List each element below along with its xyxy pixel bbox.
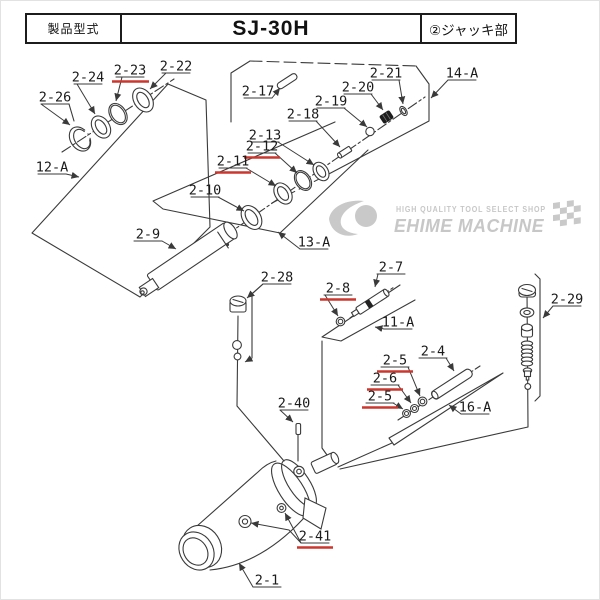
callout-2-26: 2-26 (39, 90, 72, 106)
callout-2-40: 2-40 (278, 396, 311, 412)
callout-2-23: 2-23 (114, 63, 147, 79)
o-ring-2-5-upper (417, 396, 428, 407)
ehime-machine-watermark: HIGH QUALITY TOOL SELECT SHOP EHIME MACH… (329, 200, 581, 236)
release-valve-2-28 (229, 295, 247, 361)
watermark-brand: EHIME MACHINE (394, 215, 544, 236)
callout-2-17: 2-17 (242, 84, 275, 100)
callout-2-4: 2-4 (421, 344, 445, 360)
bracket-2-29 (534, 273, 541, 402)
piston-2-9 (138, 221, 238, 298)
ring-2-10 (240, 204, 263, 231)
callout-2-5-lower: 2-5 (368, 389, 392, 405)
callout-labels: 2-24 2-23 2-22 2-26 2-17 2-21 2-20 14-A … (36, 59, 584, 589)
ring-2-13 (312, 161, 330, 182)
callout-2-19: 2-19 (315, 94, 348, 110)
callout-2-9: 2-9 (136, 227, 160, 243)
valve-stack-2-29 (517, 283, 537, 390)
callout-2-6: 2-6 (373, 371, 397, 387)
callout-2-1: 2-1 (255, 573, 279, 589)
callout-13-A: 13-A (298, 235, 331, 251)
ring-2-22 (132, 87, 154, 113)
callout-2-20: 2-20 (342, 80, 375, 96)
model-value: SJ-30H (232, 16, 310, 40)
pin-2-17 (276, 73, 298, 90)
model-label-cell: 製品型式 (27, 15, 122, 42)
callout-2-8: 2-8 (326, 281, 350, 297)
connector-2-29 (339, 289, 529, 470)
jack-body-2-1 (178, 451, 340, 571)
brand-ball-icon (355, 205, 377, 227)
callout-2-12: 2-12 (246, 139, 279, 155)
ball-2-19 (365, 126, 375, 137)
callout-2-24: 2-24 (72, 70, 105, 86)
section-label: ②ジャッキ部 (429, 22, 508, 38)
o-ring-2-6 (409, 403, 420, 414)
panel-14A-outline (230, 60, 430, 204)
callout-2-21: 2-21 (370, 66, 403, 82)
callout-2-13: 2-13 (249, 128, 282, 144)
model-label: 製品型式 (47, 22, 100, 36)
callout-2-5-upper: 2-5 (383, 353, 407, 369)
o-ring-2-8 (335, 316, 346, 327)
connector-16A (337, 442, 393, 468)
callout-2-22: 2-22 (160, 59, 193, 75)
callout-16-A: 16-A (459, 400, 492, 416)
callout-leaders (37, 72, 582, 588)
pin-2-40 (295, 422, 302, 436)
o-ring-2-5-lower (402, 409, 411, 418)
panel-16A-outline (388, 372, 504, 446)
callout-11-A: 11-A (382, 315, 415, 331)
ring-2-11 (273, 182, 293, 205)
watermark-tagline: HIGH QUALITY TOOL SELECT SHOP (396, 205, 546, 214)
ring-2-24 (90, 115, 112, 139)
callout-2-11: 2-11 (217, 154, 250, 170)
callout-12-A: 12-A (36, 160, 69, 176)
callout-2-10: 2-10 (189, 183, 222, 199)
snap-ring-2-26 (68, 126, 92, 152)
cylinder-2-18 (336, 145, 353, 159)
callout-2-29: 2-29 (551, 292, 584, 308)
brand-swoosh-icon (329, 200, 364, 236)
connector-11A (321, 340, 333, 463)
callout-14-A: 14-A (446, 66, 479, 82)
pin-2-4 (431, 368, 473, 400)
ring-2-21 (399, 105, 408, 117)
valve-2-7 (350, 288, 390, 318)
knurled-nut-2-20 (379, 110, 394, 124)
ring-2-23 (108, 102, 128, 126)
title-bar: 製品型式 SJ-30H ②ジャッキ部 (25, 13, 517, 44)
panel-13A-outline (152, 121, 369, 234)
callout-2-28: 2-28 (261, 270, 294, 286)
connector-2-28 (236, 315, 285, 462)
callout-2-41: 2-41 (299, 529, 332, 545)
axis-top-left (61, 78, 175, 153)
callout-2-18: 2-18 (287, 107, 320, 123)
section-cell: ②ジャッキ部 (422, 15, 515, 42)
callout-2-7: 2-7 (379, 260, 403, 276)
ring-2-12 (293, 170, 313, 191)
model-value-cell: SJ-30H (122, 15, 422, 42)
checkered-flag-icon (553, 200, 581, 227)
